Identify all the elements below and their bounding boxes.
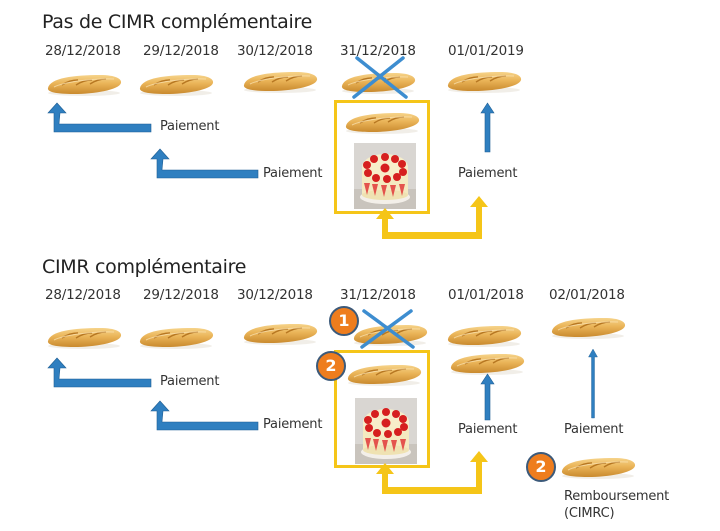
section1-date-1: 28/12/2018 bbox=[45, 43, 121, 59]
yellow-highlight-box bbox=[334, 350, 430, 468]
blue-payment-arrow bbox=[480, 373, 495, 421]
cross-icon bbox=[352, 56, 408, 99]
blue-payment-arrow bbox=[480, 102, 495, 153]
cross-icon bbox=[360, 309, 415, 349]
payment-label: Paiement bbox=[263, 166, 323, 181]
blue-payment-arrow bbox=[588, 348, 598, 419]
payment-label: Paiement bbox=[160, 374, 220, 389]
yellow-transfer-arrow bbox=[376, 451, 488, 494]
payment-label: Paiement bbox=[160, 119, 220, 134]
section1-date-2: 29/12/2018 bbox=[143, 43, 219, 59]
section1-date-3: 30/12/2018 bbox=[237, 43, 313, 59]
blue-payment-arrow bbox=[150, 400, 259, 431]
step-badge: 1 bbox=[329, 306, 359, 336]
payment-label: Paiement bbox=[458, 166, 518, 181]
step-badge: 2 bbox=[526, 452, 556, 482]
section2-date-1: 28/12/2018 bbox=[45, 287, 121, 303]
payment-label: Paiement bbox=[458, 422, 518, 437]
blue-payment-arrow bbox=[150, 148, 259, 179]
section2-date-4: 31/12/2018 bbox=[340, 287, 416, 303]
step-badge: 2 bbox=[316, 351, 346, 381]
section2-title: CIMR complémentaire bbox=[42, 256, 247, 278]
section1-date-4: 31/12/2018 bbox=[340, 43, 416, 59]
yellow-transfer-arrow bbox=[376, 196, 488, 239]
section2-date-5: 01/01/2018 bbox=[448, 287, 524, 303]
section2-date-6: 02/01/2018 bbox=[549, 287, 625, 303]
blue-payment-arrow bbox=[47, 357, 152, 388]
payment-label: Paiement bbox=[263, 417, 323, 432]
refund-sublabel: (CIMRC) bbox=[564, 506, 615, 521]
payment-label: Paiement bbox=[564, 422, 624, 437]
blue-payment-arrow bbox=[47, 102, 152, 133]
section2-date-3: 30/12/2018 bbox=[237, 287, 313, 303]
section1-date-5: 01/01/2019 bbox=[448, 43, 524, 59]
section2-date-2: 29/12/2018 bbox=[143, 287, 219, 303]
refund-label: Remboursement bbox=[564, 489, 670, 504]
section1-title: Pas de CIMR complémentaire bbox=[42, 11, 312, 33]
